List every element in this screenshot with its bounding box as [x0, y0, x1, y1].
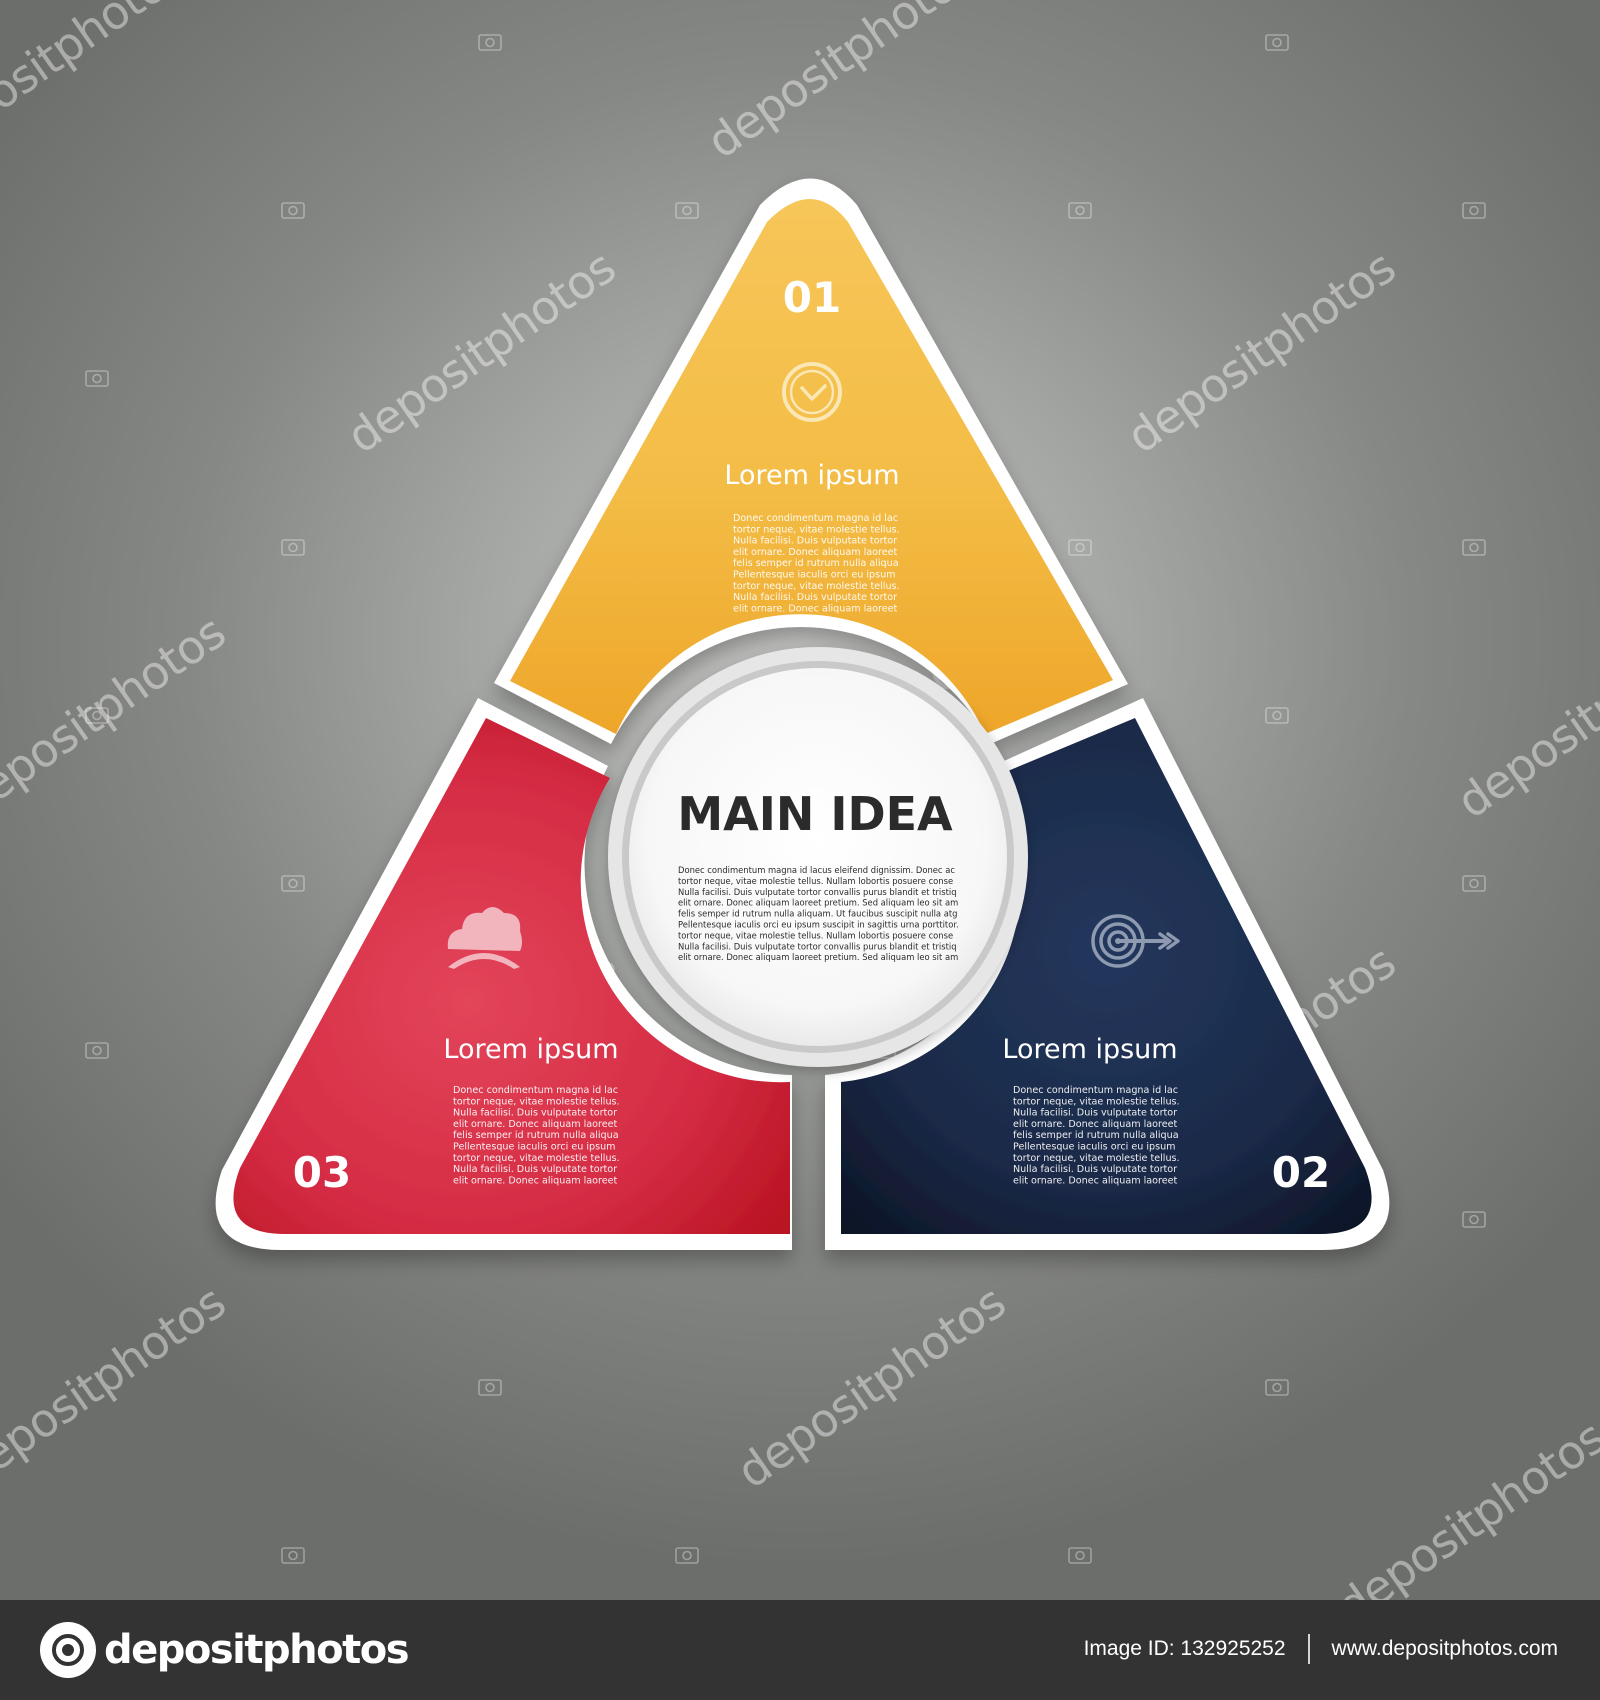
watermark-text: depositphotos: [1327, 1410, 1600, 1600]
body-line: Pellentesque iaculis orci eu ipsum: [733, 570, 896, 581]
segment-01-title: Lorem ipsum: [724, 460, 899, 491]
body-line: elit ornare. Donec aliquam laoreet preti…: [678, 898, 958, 908]
watermark-text: depositphotos: [1447, 605, 1600, 829]
watermark-camera-icon: [281, 539, 305, 556]
body-line: tortor neque, vitae molestie tellus.: [733, 581, 900, 592]
main-idea-title: MAIN IDEA: [677, 787, 953, 841]
watermark-camera-icon: [85, 1042, 109, 1059]
body-line: elit ornare. Donec aliquam laoreet: [1013, 1119, 1178, 1130]
segment-01: [494, 178, 1128, 744]
body-line: Donec condimentum magna id lacus eleifen…: [678, 865, 955, 875]
main-idea-circle-face: [629, 668, 1007, 1046]
segment-03-title: Lorem ipsum: [443, 1034, 618, 1065]
segment-03: [215, 698, 793, 1250]
body-line: elit ornare. Donec aliquam laoreet: [733, 603, 898, 614]
body-line: elit ornare. Donec aliquam laoreet: [733, 547, 898, 558]
body-line: Nulla facilisi. Duis vulputate tortor: [453, 1108, 617, 1119]
body-line: Nulla facilisi. Duis vulputate tortor: [453, 1164, 617, 1175]
watermark-text: depositphotos: [697, 0, 985, 169]
body-line: Nulla facilisi. Duis vulputate tortor: [733, 536, 897, 547]
body-line: Pellentesque iaculis orci eu ipsum: [1013, 1142, 1176, 1153]
watermark-camera-icon: [1265, 1379, 1289, 1396]
body-line: elit ornare. Donec aliquam laoreet: [453, 1175, 618, 1186]
watermark-camera-icon: [1462, 875, 1486, 892]
body-line: tortor neque, vitae molestie tellus.: [453, 1096, 620, 1107]
body-line: tortor neque, vitae molestie tellus. Nul…: [678, 930, 953, 940]
cloud-icon: [447, 907, 522, 969]
body-line: Donec condimentum magna id lac: [733, 513, 898, 524]
main-idea-body: Donec condimentum magna id lacus eleifen…: [678, 865, 959, 962]
watermark-text: depositphotos: [337, 240, 625, 464]
watermark-camera-icon: [675, 1547, 699, 1564]
body-line: Nulla facilisi. Duis vulputate tortor co…: [678, 941, 957, 951]
watermark-camera-icon: [1068, 1547, 1092, 1564]
body-line: tortor neque, vitae molestie tellus.: [733, 524, 900, 535]
segment-03-fill: [233, 718, 791, 1234]
body-line: tortor neque, vitae molestie tellus.: [1013, 1153, 1180, 1164]
body-line: tortor neque, vitae molestie tellus.: [453, 1153, 620, 1164]
watermark-camera-icon: [281, 875, 305, 892]
camera-lens-icon: [40, 1622, 96, 1678]
main-idea-circle: [608, 647, 1028, 1067]
clock-icon: [782, 362, 842, 422]
watermark-camera-icon: [1462, 539, 1486, 556]
site-link[interactable]: www.depositphotos.com: [1331, 1637, 1558, 1660]
segment-03-number: 03: [293, 1148, 351, 1197]
body-line: felis semper id rutrum nulla aliqua: [1013, 1130, 1179, 1141]
watermark-camera-icon: [1462, 202, 1486, 219]
target-icon: [1091, 914, 1180, 968]
body-line: elit ornare. Donec aliquam laoreet: [453, 1119, 618, 1130]
watermark-text: depositphotos: [0, 1275, 235, 1499]
watermark-text: depositphotos: [0, 605, 235, 829]
watermark-text: depositphotos: [1117, 240, 1405, 464]
watermark-camera-icon: [85, 707, 109, 724]
watermark-camera-icon: [281, 1547, 305, 1564]
watermark-camera-icon: [85, 370, 109, 387]
body-line: Pellentesque iaculis orci eu ipsum: [453, 1142, 616, 1153]
footer-logo[interactable]: depositphotos: [40, 1622, 410, 1678]
watermark-camera-icon: [1265, 34, 1289, 51]
segment-02-fill: [841, 718, 1372, 1234]
watermark-camera-icon: [1265, 707, 1289, 724]
body-line: tortor neque, vitae molestie tellus. Nul…: [678, 876, 953, 886]
segment-01-number: 01: [783, 273, 841, 322]
segment-02-title: Lorem ipsum: [1002, 1034, 1177, 1065]
segment-01-fill: [510, 199, 1113, 734]
body-line: Donec condimentum magna id lac: [453, 1085, 618, 1096]
body-line: elit ornare. Donec aliquam laoreet preti…: [678, 952, 958, 962]
watermark-text: depositphotos: [0, 0, 195, 169]
watermark-text: depositphotos: [727, 1275, 1015, 1499]
footer-divider: [1307, 1634, 1310, 1664]
body-line: Nulla facilisi. Duis vulputate tortor co…: [678, 887, 957, 897]
footer-bar: depositphotos Image ID: 132925252 www.de…: [0, 1600, 1600, 1700]
segment-02: [825, 698, 1390, 1250]
body-line: felis semper id rutrum nulla aliquam. Ut…: [678, 909, 957, 919]
watermark-camera-icon: [478, 1379, 502, 1396]
segment-02-number: 02: [1272, 1148, 1330, 1197]
body-line: Donec condimentum magna id lac: [1013, 1085, 1178, 1096]
body-line: felis semper id rutrum nulla aliqua: [453, 1130, 619, 1141]
image-id: Image ID: 132925252: [1083, 1637, 1286, 1660]
body-line: Nulla facilisi. Duis vulputate tortor: [1013, 1108, 1177, 1119]
footer-meta: Image ID: 132925252 www.depositphotos.co…: [1084, 1634, 1558, 1664]
body-line: felis semper id rutrum nulla aliqua: [733, 558, 899, 569]
body-line: Nulla facilisi. Duis vulputate tortor: [733, 592, 897, 603]
watermark-camera-icon: [281, 202, 305, 219]
body-line: Nulla facilisi. Duis vulputate tortor: [1013, 1164, 1177, 1175]
watermark-camera-icon: [675, 202, 699, 219]
watermark-camera-icon: [478, 34, 502, 51]
body-line: elit ornare. Donec aliquam laoreet: [1013, 1175, 1178, 1186]
body-line: tortor neque, vitae molestie tellus.: [1013, 1096, 1180, 1107]
footer-brand: depositphotos: [104, 1627, 410, 1673]
body-line: Pellentesque iaculis orci eu ipsum susci…: [678, 920, 959, 930]
watermark-camera-icon: [1068, 539, 1092, 556]
watermark-camera-icon: [1462, 1211, 1486, 1228]
watermark-camera-icon: [1068, 202, 1092, 219]
